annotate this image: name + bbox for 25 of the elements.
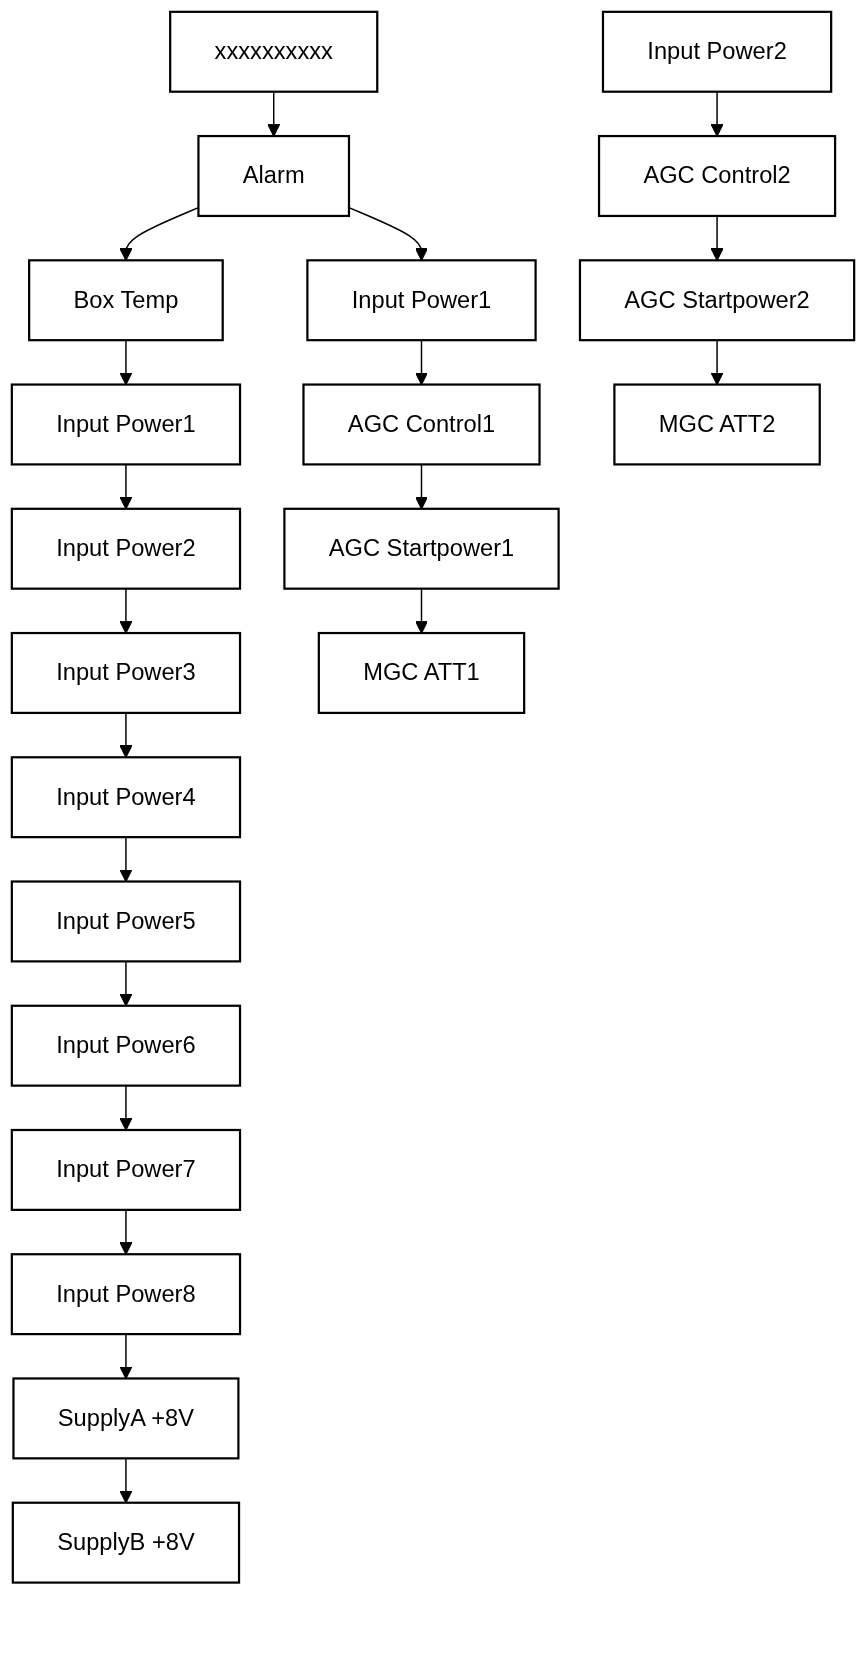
node-box: Alarm [197, 134, 351, 218]
node-box: AGC Control1 [302, 383, 541, 466]
node-box: MGC ATT1 [317, 631, 526, 714]
node-box: Input Power4 [10, 756, 242, 839]
node-box: Input Power5 [10, 880, 242, 963]
arrow [119, 1209, 133, 1255]
node-box: Input Power3 [10, 631, 242, 714]
node-box: Input Power1 [10, 383, 242, 466]
node-box: AGC Startpower1 [283, 507, 560, 590]
node-box: Input Power6 [10, 1004, 242, 1087]
node-box: Input Power2 [601, 10, 833, 93]
node-box: Input Power1 [306, 259, 537, 342]
node-box: xxxxxxxxxx [169, 10, 379, 93]
node-box: SupplyA +8V [12, 1377, 240, 1460]
node-box: Box Temp [28, 259, 224, 342]
arrow [710, 215, 724, 261]
arrow [119, 712, 133, 758]
node-box: Input Power2 [10, 507, 242, 590]
node-box: AGC Control2 [597, 134, 837, 218]
arrow [348, 206, 428, 261]
node-box: AGC Startpower2 [578, 259, 856, 342]
node-box: SupplyB +8V [11, 1501, 241, 1584]
node-box: MGC ATT2 [613, 383, 821, 466]
node-box: Input Power7 [10, 1128, 242, 1211]
node-box: Input Power8 [10, 1253, 242, 1336]
